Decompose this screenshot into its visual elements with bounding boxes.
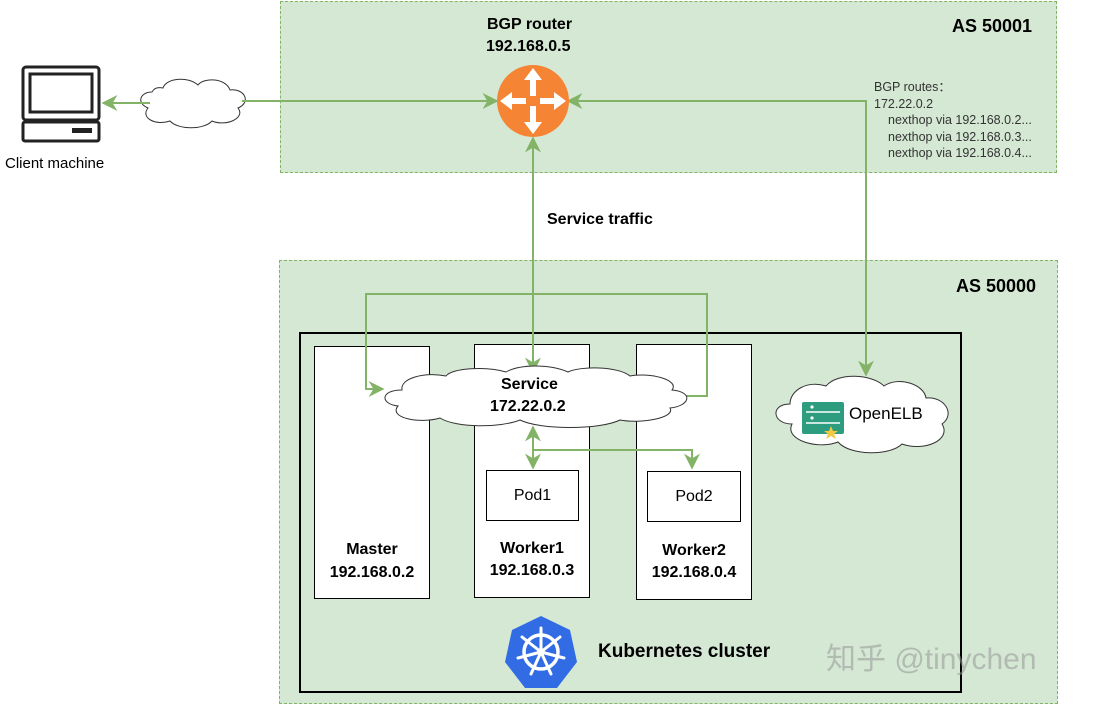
kubernetes-cluster-label: Kubernetes cluster [598, 641, 771, 662]
router-title: BGP router [487, 16, 573, 33]
service-ip: 172.22.0.2 [490, 398, 566, 415]
openelb-label: OpenELB [849, 404, 923, 423]
watermark: 知乎 @tinychen [826, 643, 1037, 676]
client-router-link [103, 101, 497, 103]
bgp-routes-block: BGP routes： 172.22.0.2 nexthop via 192.1… [874, 79, 1032, 162]
node-master-ip: 192.168.0.2 [329, 564, 415, 581]
service-cloud [384, 365, 688, 428]
pod1: Pod1 [486, 470, 579, 521]
service-pod2-link [533, 449, 700, 470]
kubernetes-logo-icon [505, 616, 577, 688]
node-worker2-name: Worker2 [662, 542, 726, 559]
bgp-routes-heading: BGP routes： [874, 80, 951, 94]
service-loop-left [365, 293, 533, 397]
service-title: Service [501, 376, 558, 393]
client-machine-icon [21, 65, 101, 143]
pod2: Pod2 [647, 471, 741, 522]
bgp-routes-prefix: 172.22.0.2 [874, 96, 934, 111]
bgp-route-entry: nexthop via 192.168.0.2... [888, 113, 1032, 127]
service-traffic-label: Service traffic [547, 211, 653, 228]
client-machine-label: Client machine [5, 155, 105, 172]
openelb-icon [802, 402, 844, 439]
node-worker1-ip: 192.168.0.3 [489, 562, 575, 579]
as-50000-label: AS 50000 [956, 276, 1037, 296]
node-worker2-ip: 192.168.0.4 [651, 564, 737, 581]
internet-cloud [140, 78, 246, 129]
openelb-router-link [566, 93, 874, 377]
bgp-route-entry: nexthop via 192.168.0.4... [888, 146, 1032, 160]
as-50001-label: AS 50001 [952, 16, 1033, 36]
router-ip: 192.168.0.5 [486, 38, 571, 55]
bgp-route-entry: nexthop via 192.168.0.3... [888, 129, 1032, 144]
node-worker1-name: Worker1 [500, 540, 564, 557]
node-master-name: Master [346, 541, 398, 558]
router-icon [497, 65, 569, 137]
